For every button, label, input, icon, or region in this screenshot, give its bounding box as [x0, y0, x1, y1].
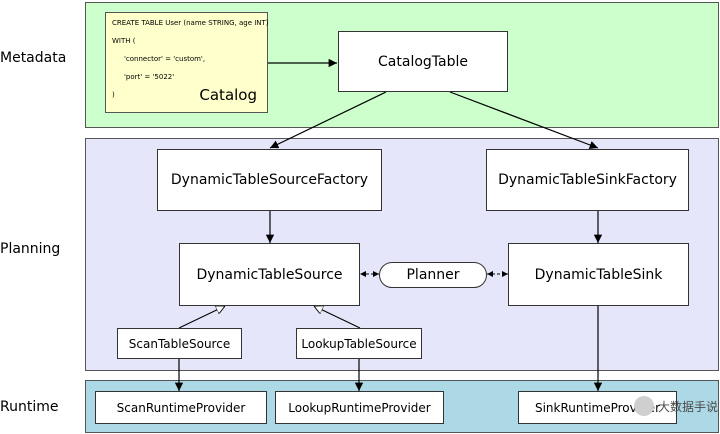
- source-factory-box: DynamicTableSourceFactory: [157, 149, 382, 211]
- lookup-source-box: LookupTableSource: [296, 328, 422, 359]
- scan-source-box: ScanTableSource: [117, 328, 242, 359]
- catalog-label: Catalog: [199, 86, 257, 104]
- ddl-line-5: ): [112, 91, 115, 99]
- ddl-line-2: WITH (: [112, 37, 136, 45]
- layer-label-planning: Planning: [0, 241, 61, 257]
- lookup-provider-box: LookupRuntimeProvider: [275, 391, 444, 424]
- ddl-line-1: CREATE TABLE User (name STRING, age INT): [112, 19, 269, 27]
- sink-provider-box: SinkRuntimeProvider: [518, 391, 677, 424]
- source-box: DynamicTableSource: [179, 243, 360, 306]
- catalog-ddl-note: CREATE TABLE User (name STRING, age INT)…: [105, 12, 269, 113]
- sink-factory-box: DynamicTableSinkFactory: [486, 149, 689, 211]
- wechat-icon: [633, 396, 654, 416]
- watermark-text: 大数据手说: [657, 399, 718, 414]
- layer-label-metadata: Metadata: [0, 50, 67, 66]
- ddl-line-3: 'connector' = 'custom',: [124, 55, 206, 63]
- inherit-scan-to-source: [178, 306, 225, 329]
- arrow-catalogtable-to-source-factory: [269, 91, 387, 149]
- catalog-table-box: CatalogTable: [338, 31, 508, 92]
- scan-provider-box: ScanRuntimeProvider: [95, 391, 267, 424]
- planner-pill: Planner: [379, 262, 487, 288]
- watermark: 大数据手说: [633, 396, 718, 416]
- arrow-catalogtable-to-sink-factory: [449, 91, 599, 149]
- inherit-lookup-to-source: [314, 306, 361, 329]
- layer-label-runtime: Runtime: [0, 399, 59, 415]
- sink-box: DynamicTableSink: [508, 243, 689, 306]
- ddl-line-4: 'port' = '5022': [124, 73, 175, 81]
